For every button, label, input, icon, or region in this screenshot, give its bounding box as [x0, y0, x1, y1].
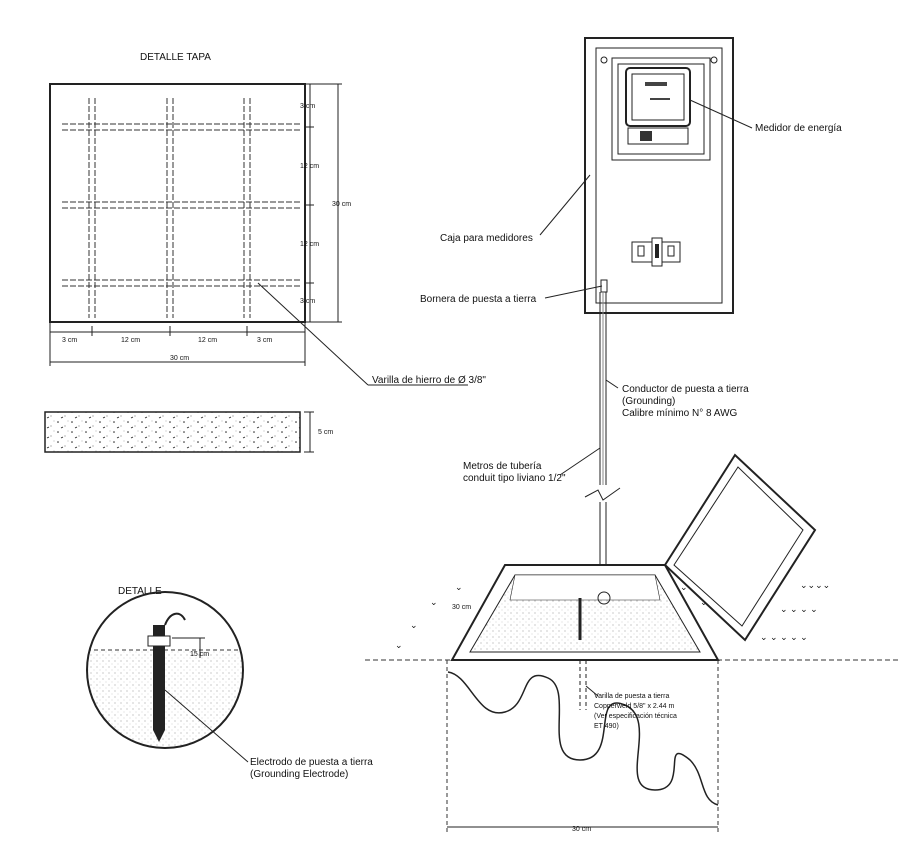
varilla-tierra-3: (Ver especificación técnica: [594, 713, 677, 720]
tapa-bottom-dimensions: [49, 322, 306, 366]
conductor-label-2: (Grounding): [622, 396, 675, 407]
tapa-right-dimensions: [305, 83, 342, 323]
varilla-hierro-label: Varilla de hierro de Ø 3/8": [372, 375, 486, 386]
electrodo-label-1: Electrodo de puesta a tierra: [250, 757, 373, 768]
svg-text:⌄: ⌄: [455, 582, 463, 592]
dim-right-2: 12 cm: [300, 163, 319, 170]
varilla-leader: [257, 282, 369, 386]
tuberia-label-1: Metros de tubería: [463, 461, 542, 472]
pit-lid: [663, 453, 817, 642]
dim-bottom-2: 12 cm: [121, 337, 140, 344]
dim-bottom-4: 3 cm: [257, 337, 272, 344]
electrodo-label-2: (Grounding Electrode): [250, 769, 348, 780]
svg-text:⌄ ⌄ ⌄ ⌄: ⌄ ⌄ ⌄ ⌄: [780, 604, 818, 614]
energy-meter-icon: [625, 67, 691, 127]
ground-wire: [447, 671, 719, 806]
caja-label: Caja para medidores: [440, 233, 533, 244]
ground-pit: ⌄ ⌄ ⌄ ⌄ ⌄ ⌄ ⌄⌄⌄⌄ ⌄ ⌄ ⌄ ⌄ ⌄ ⌄ ⌄ ⌄ ⌄: [365, 453, 900, 835]
svg-text:⌄: ⌄: [410, 620, 418, 630]
conductor-label-3: Calibre mínimo N° 8 AWG: [622, 408, 738, 419]
varilla-tierra-4: ET 490): [594, 723, 619, 730]
svg-text:⌄⌄⌄⌄: ⌄⌄⌄⌄: [800, 580, 830, 590]
varilla-tierra-2: Copperweld 5/8" x 2.44 m: [594, 703, 674, 710]
pit-depth-label: 30 cm: [452, 604, 471, 611]
medidor-label: Medidor de energía: [755, 123, 842, 134]
detalle-title: DETALLE: [118, 586, 162, 597]
detail-15cm: 15 cm: [190, 651, 209, 658]
meter-cabinet: [584, 37, 734, 314]
detalle-tapa-title: DETALLE TAPA: [140, 52, 211, 63]
svg-text:⌄: ⌄: [700, 597, 708, 607]
tapa-plan: [49, 83, 306, 323]
electrode-detail: [86, 591, 244, 749]
dim-bottom-3: 12 cm: [198, 337, 217, 344]
pit-width-label: 30 cm: [572, 826, 591, 833]
svg-text:⌄ ⌄ ⌄ ⌄ ⌄: ⌄ ⌄ ⌄ ⌄ ⌄: [760, 632, 808, 642]
conductor-label-1: Conductor de puesta a tierra: [622, 384, 749, 395]
dim-right-total: 30 cm: [332, 201, 351, 208]
tuberia-label-2: conduit tipo liviano 1/2": [463, 473, 566, 484]
dim-bottom-1: 3 cm: [62, 337, 77, 344]
varilla-tierra-1: Varilla de puesta a tierra: [594, 693, 669, 700]
dim-right-4: 3 cm: [300, 298, 315, 305]
svg-text:⌄: ⌄: [430, 597, 438, 607]
svg-text:⌄: ⌄: [680, 582, 688, 592]
slab-thickness: 5 cm: [318, 429, 333, 436]
bornera-label: Bornera de puesta a tierra: [420, 294, 537, 305]
dim-bottom-total: 30 cm: [170, 355, 189, 362]
conduit: [584, 292, 621, 565]
svg-text:⌄: ⌄: [395, 640, 403, 650]
dim-right-3: 12 cm: [300, 241, 319, 248]
tapa-section: [44, 411, 314, 453]
dim-right-1: 3 cm: [300, 103, 315, 110]
